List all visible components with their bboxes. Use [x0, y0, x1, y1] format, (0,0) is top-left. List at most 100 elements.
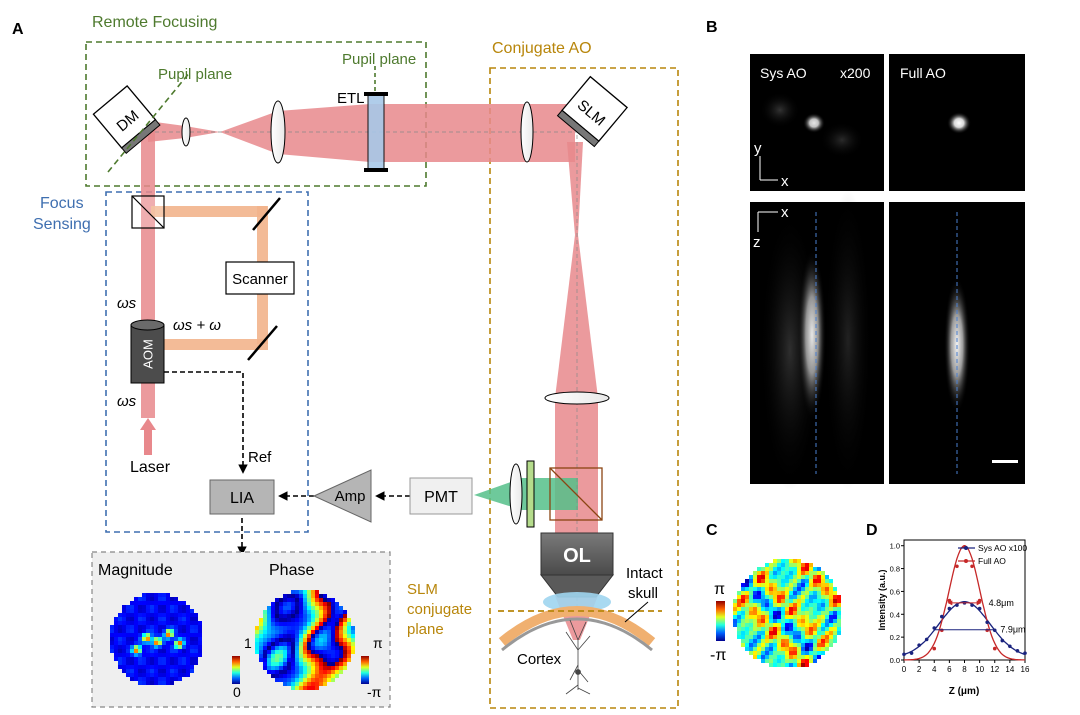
slm-phase-pixel — [753, 619, 757, 623]
magnitude-pixel — [142, 625, 146, 629]
magnitude-pixel — [158, 657, 162, 661]
slm-phase-pixel — [773, 631, 777, 635]
magnitude-pixel — [194, 637, 198, 641]
slm-phase-pixel — [801, 579, 805, 583]
slm-phase-pixel — [801, 619, 805, 623]
slm-phase-pixel — [829, 599, 833, 603]
slm-phase-pixel — [817, 635, 821, 639]
magnitude-pixel — [158, 601, 162, 605]
phase-pixel — [299, 618, 303, 622]
slm-phase-pixel — [789, 563, 793, 567]
magnitude-pixel — [138, 629, 142, 633]
magnitude-pixel — [162, 617, 166, 621]
magnitude-pixel — [182, 657, 186, 661]
slm-phase-pixel — [785, 559, 789, 563]
magnitude-pixel — [134, 637, 138, 641]
etl — [367, 93, 385, 171]
slm-phase-pixel — [789, 611, 793, 615]
phase-pixel — [263, 614, 267, 618]
magnitude-pixel — [190, 613, 194, 617]
magnitude-pixel — [186, 617, 190, 621]
phase-pixel — [323, 670, 327, 674]
data-point-0 — [970, 603, 974, 607]
phase-pixel — [311, 646, 315, 650]
magnitude-pixel — [122, 629, 126, 633]
phase-pixel — [279, 674, 283, 678]
slm-phase-pixel — [829, 595, 833, 599]
magnitude-pixel — [178, 601, 182, 605]
phase-pixel — [275, 630, 279, 634]
phase-pixel — [283, 642, 287, 646]
phase-pixel — [271, 666, 275, 670]
magnitude-pixel — [122, 625, 126, 629]
slm-phase-pixel — [805, 563, 809, 567]
phase-pixel — [271, 662, 275, 666]
phase-pixel — [323, 654, 327, 658]
slm-phase-pixel — [757, 603, 761, 607]
phase-pixel — [279, 658, 283, 662]
objective-lens — [540, 532, 614, 576]
phase-pixel — [351, 650, 355, 654]
slm-phase-pixel — [809, 563, 813, 567]
slm-phase-pixel — [833, 623, 837, 627]
phase-pixel — [335, 638, 339, 642]
slm-phase-pixel — [801, 651, 805, 655]
slm-phase-pixel — [749, 583, 753, 587]
ref-label: Ref — [248, 449, 272, 466]
magnitude-pixel — [134, 645, 138, 649]
slm-phase-pixel — [789, 643, 793, 647]
slm-phase-pixel — [777, 603, 781, 607]
magnitude-pixel — [174, 649, 178, 653]
slm-phase-pixel — [753, 647, 757, 651]
phase-pixel — [283, 618, 287, 622]
phase-pixel — [263, 650, 267, 654]
slm-phase-pixel — [797, 635, 801, 639]
magnitude-pixel — [170, 645, 174, 649]
phase-label: Phase — [269, 562, 314, 579]
magnitude-pixel — [134, 629, 138, 633]
magnitude-pixel — [190, 657, 194, 661]
magnitude-pixel — [146, 637, 150, 641]
slm-phase-pixel — [757, 627, 761, 631]
laser-beam-focus-1 — [567, 142, 583, 235]
slm-phase-pixel — [809, 571, 813, 575]
magnitude-pixel — [122, 649, 126, 653]
magnitude-pixel — [118, 665, 122, 669]
phase-pixel — [255, 642, 259, 646]
panel-label-b: B — [706, 19, 718, 36]
slm-phase-pixel — [761, 611, 765, 615]
phase-pixel — [335, 650, 339, 654]
phase-pixel — [287, 682, 291, 686]
x-tick-label: 14 — [1005, 665, 1014, 674]
magnitude-pixel — [126, 625, 130, 629]
phase-pixel — [307, 642, 311, 646]
magnitude-pixel — [114, 657, 118, 661]
slm-phase-pixel — [749, 627, 753, 631]
slm-phase-pixel — [809, 643, 813, 647]
slm-phase-pixel — [769, 643, 773, 647]
lens-collection — [509, 463, 523, 525]
slm-phase-pixel — [837, 595, 841, 599]
magnitude-pixel — [198, 625, 202, 629]
phase-pixel — [327, 654, 331, 658]
data-point-1 — [947, 598, 952, 603]
phase-pixel — [343, 610, 347, 614]
phase-pixel — [319, 610, 323, 614]
phase-pixel — [319, 650, 323, 654]
data-point-1 — [992, 646, 997, 651]
slm-phase-pixel — [793, 607, 797, 611]
slm-phase-pixel — [789, 651, 793, 655]
slm-phase-pixel — [753, 635, 757, 639]
phase-pixel — [263, 638, 267, 642]
magnitude-pixel — [170, 605, 174, 609]
fluorescence-beam — [474, 478, 578, 510]
slm-phase-pixel — [781, 607, 785, 611]
phase-pixel — [255, 626, 259, 630]
magnitude-pixel — [150, 665, 154, 669]
slm-phase-pixel — [757, 635, 761, 639]
phase-pixel — [283, 602, 287, 606]
phase-pixel — [275, 670, 279, 674]
slm-phase-pixel — [817, 583, 821, 587]
